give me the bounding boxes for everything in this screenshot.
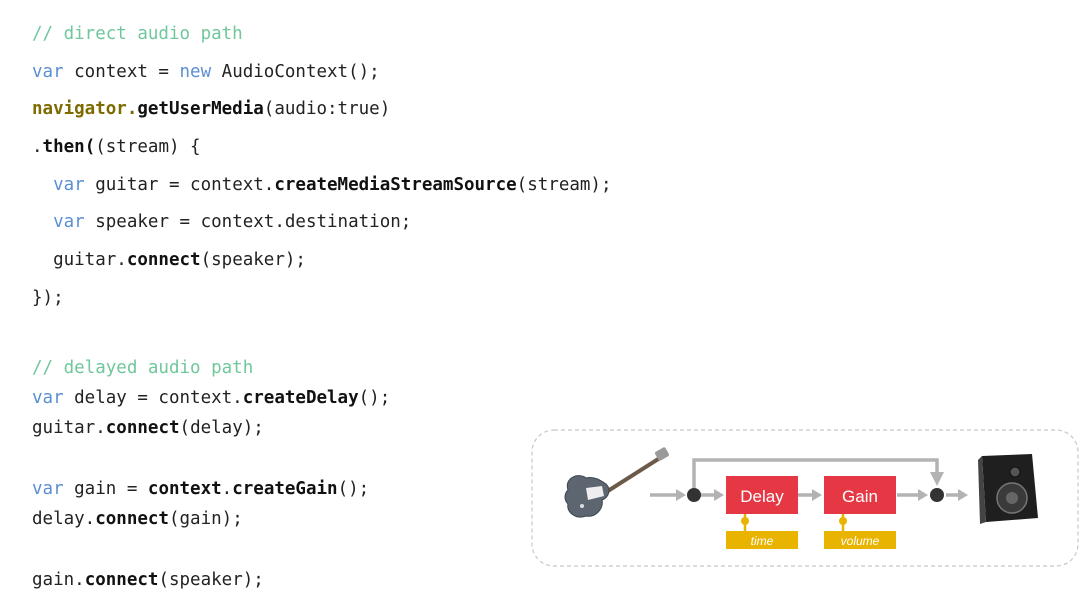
code-token-plain: delay = context. (63, 388, 243, 408)
code-token-bold: connect (105, 418, 180, 438)
code-token-bold: getUserMedia (137, 99, 264, 119)
electric-guitar-icon (564, 447, 669, 518)
code-token-kw: var (32, 479, 64, 499)
gain-node: Gain (824, 476, 896, 514)
code-token-plain: (); (358, 388, 391, 408)
code-token-plain: (speaker); (200, 250, 306, 270)
code-token-plain: (gain); (168, 509, 243, 529)
code-token-plain: }); (32, 288, 64, 308)
code-token-plain: (stream); (516, 175, 612, 195)
speaker-icon (978, 454, 1038, 524)
code-comment-line: // direct audio path (32, 23, 243, 45)
code-token-plain: (speaker); (158, 570, 264, 590)
split-junction (687, 488, 701, 502)
code-token-plain: guitar. (32, 250, 127, 270)
code-line: guitar.connect(delay); (32, 417, 264, 439)
volume-param-label: volume (841, 534, 880, 548)
code-line: .then((stream) { (32, 136, 201, 158)
code-token-kw: var (53, 212, 85, 232)
code-token-kw: var (32, 62, 64, 82)
gain-node-label: Gain (842, 487, 878, 506)
code-token-bold: context (147, 479, 222, 499)
volume-param: volume (824, 514, 896, 549)
code-line: var speaker = context.destination; (32, 211, 411, 233)
code-token-bold: connect (95, 509, 169, 529)
code-token-plain (32, 175, 53, 195)
code-token-plain: (delay); (179, 418, 264, 438)
code-token-kw: new (179, 62, 212, 82)
code-line: var guitar = context.createMediaStreamSo… (32, 174, 612, 196)
code-token-plain: context = (63, 62, 180, 82)
code-line: guitar.connect(speaker); (32, 249, 306, 271)
code-token-plain: guitar. (32, 418, 106, 438)
delay-node: Delay (726, 476, 798, 514)
code-line: gain.connect(speaker); (32, 569, 264, 591)
code-token-bold: createDelay (242, 388, 359, 408)
code-line: delay.connect(gain); (32, 508, 243, 530)
code-token-bold: createMediaStreamSource (274, 175, 517, 195)
code-token-kw: var (32, 388, 64, 408)
code-token-comment: // direct audio path (32, 24, 243, 44)
audio-graph-diagram: Delay time Gain volume (531, 429, 1079, 567)
code-line: var gain = context.createGain(); (32, 478, 369, 500)
code-line: navigator.getUserMedia(audio:true) (32, 98, 390, 120)
code-token-plain: (); (337, 479, 370, 499)
merge-junction (930, 488, 944, 502)
code-token-plain: speaker = context.destination; (84, 212, 412, 232)
code-token-bold: createGain (232, 479, 338, 499)
code-token-bold: connect (84, 570, 159, 590)
code-token-nav: navigator. (32, 99, 138, 119)
code-token-kw: var (53, 175, 85, 195)
code-line: }); (32, 287, 64, 309)
code-token-plain: delay. (32, 509, 96, 529)
code-token-plain: gain = (63, 479, 148, 499)
code-token-plain: guitar = context. (84, 175, 275, 195)
code-line: var delay = context.createDelay(); (32, 387, 390, 409)
time-param: time (726, 514, 798, 549)
code-token-plain: . (221, 479, 233, 499)
delay-node-label: Delay (740, 487, 784, 506)
code-token-plain: . (32, 137, 43, 157)
code-token-plain: gain. (32, 570, 85, 590)
signal-arrows (650, 458, 968, 501)
time-param-label: time (751, 534, 774, 548)
code-token-bold: then( (42, 137, 96, 157)
code-token-comment: // delayed audio path (32, 358, 254, 378)
code-token-plain: (audio:true) (263, 99, 391, 119)
code-token-plain: (stream) { (95, 137, 201, 157)
code-token-plain: AudioContext(); (211, 62, 380, 82)
code-comment-line: // delayed audio path (32, 357, 253, 379)
code-token-plain (32, 212, 53, 232)
diagram-frame (531, 429, 1079, 567)
code-line: var context = new AudioContext(); (32, 61, 380, 83)
code-token-bold: connect (126, 250, 201, 270)
